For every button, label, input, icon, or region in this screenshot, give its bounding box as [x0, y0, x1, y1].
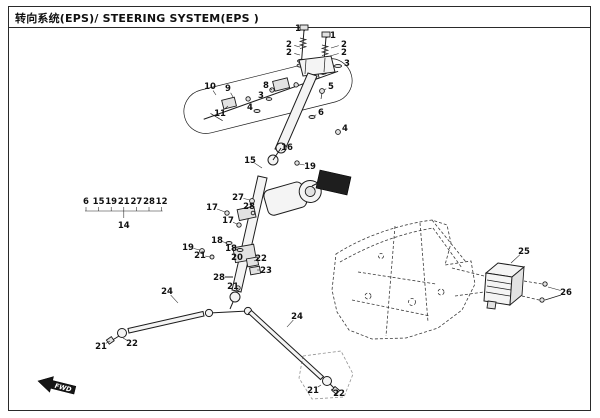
callout-2: 2 — [341, 40, 347, 50]
callout-21: 21 — [307, 386, 319, 396]
callout-10: 10 — [204, 82, 216, 92]
callout-9: 9 — [225, 84, 231, 94]
callout-28: 28 — [243, 202, 255, 212]
page-title: 转向系统(EPS)/ STEERING SYSTEM(EPS ) — [15, 12, 260, 25]
knuckle-outline — [298, 350, 354, 400]
callout-2: 2 — [341, 48, 347, 58]
callout-4: 4 — [342, 124, 348, 134]
callout-1: 1 — [330, 31, 336, 41]
callout-20: 20 — [231, 253, 243, 263]
upper-steering-column — [274, 72, 318, 153]
group-number-21: 21 — [118, 197, 130, 207]
callout-2: 2 — [286, 40, 292, 50]
callout-16: 16 — [281, 143, 293, 153]
eps-control-unit — [483, 262, 562, 310]
group-number-19: 19 — [105, 197, 117, 207]
group-number-12: 12 — [156, 197, 168, 207]
callout-19: 19 — [304, 162, 316, 172]
fwd-arrow: FWD — [37, 376, 77, 395]
callout-18: 18 — [225, 244, 237, 254]
page-border — [8, 6, 591, 411]
callout-18: 18 — [211, 236, 223, 246]
tie-rod-right — [247, 309, 341, 395]
callout-26: 26 — [560, 288, 572, 298]
callout-21: 21 — [194, 251, 206, 261]
callout-28: 28 — [213, 273, 225, 283]
callout-24: 24 — [161, 287, 173, 297]
callout-5: 5 — [328, 82, 334, 92]
callout-21: 21 — [95, 342, 107, 352]
title-divider — [8, 27, 591, 28]
callout-15: 15 — [244, 156, 256, 166]
group-number-28: 28 — [143, 197, 155, 207]
ecu-screw — [542, 281, 548, 287]
steering-stem-bottom — [204, 291, 253, 318]
motor-tag — [315, 169, 352, 196]
callout-22: 22 — [126, 339, 138, 349]
callout-19: 19 — [182, 243, 194, 253]
callout-6: 6 — [318, 108, 324, 118]
callout-8: 8 — [263, 81, 269, 91]
callout-4: 4 — [247, 103, 253, 113]
callout-21: 21 — [227, 282, 239, 292]
tie-rod-left — [105, 310, 205, 345]
group-number-15: 15 — [93, 197, 105, 207]
mount-bracket-parts — [199, 198, 262, 291]
callout-2: 2 — [286, 48, 292, 58]
callout-27: 27 — [232, 193, 244, 203]
callout-3: 3 — [258, 91, 264, 101]
group-number-6: 6 — [83, 197, 89, 207]
callout-22: 22 — [255, 254, 267, 264]
callout-3: 3 — [344, 59, 350, 69]
callout-24: 24 — [291, 312, 303, 322]
eps-motor — [263, 169, 352, 216]
handlebar-clamp — [298, 55, 336, 77]
universal-joint — [267, 142, 300, 166]
callout-17: 17 — [222, 216, 234, 226]
callout-1: 1 — [295, 24, 301, 34]
group-number-27: 27 — [130, 197, 142, 207]
callout-23: 23 — [260, 266, 272, 276]
fwd-label: FWD — [54, 382, 73, 394]
frame-outline — [331, 219, 485, 340]
callout-11: 11 — [214, 109, 226, 119]
ecu-screw — [539, 297, 545, 303]
callout-25: 25 — [518, 247, 530, 257]
group-assembly-number: 14 — [118, 221, 130, 231]
callout-22: 22 — [333, 389, 345, 399]
callout-17: 17 — [206, 203, 218, 213]
